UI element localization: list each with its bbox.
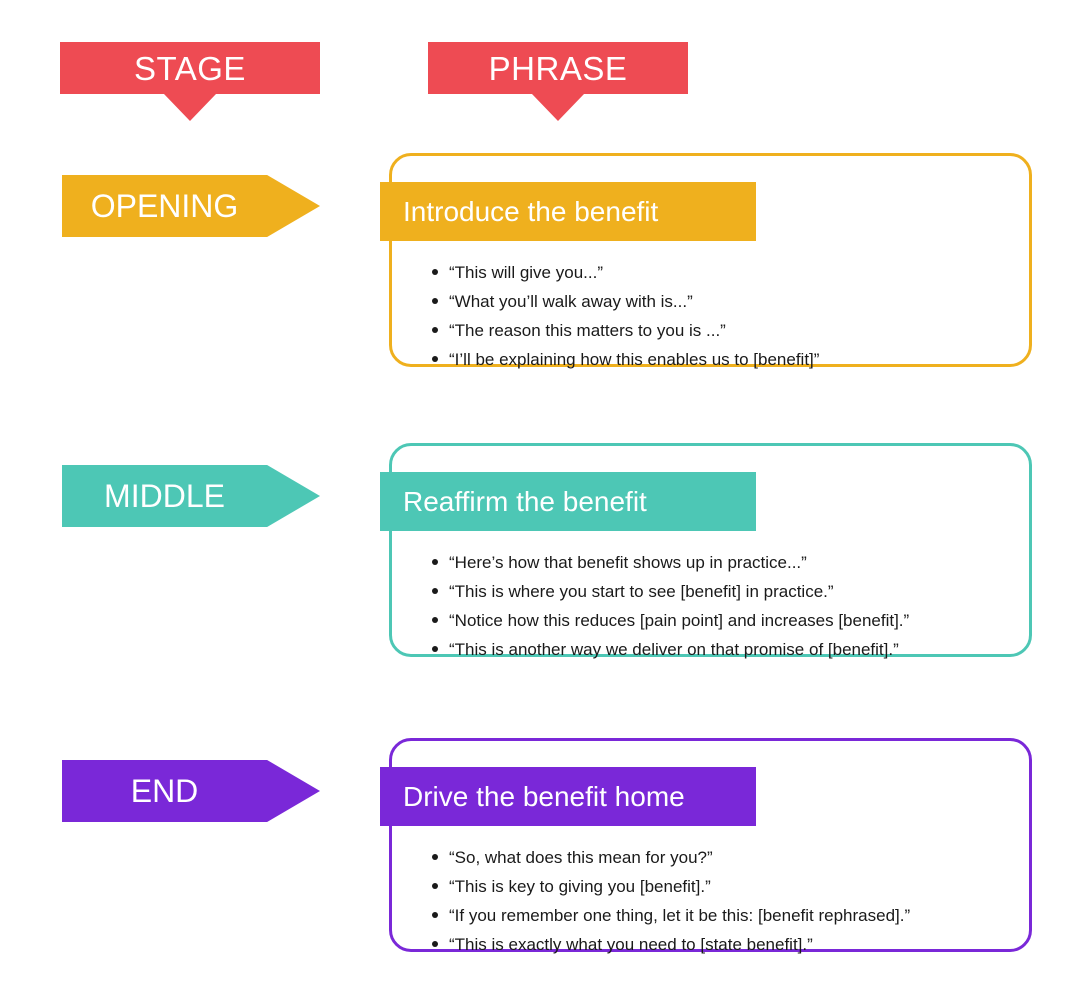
- phrase-card-middle: Reaffirm the benefit “Here’s how that ben…: [380, 443, 1032, 659]
- phrase-text: “This is where you start to see [benefit…: [449, 582, 834, 601]
- phrase-text: “This is exactly what you need to [state…: [449, 935, 813, 954]
- phrase-list-item: “What you’ll walk away with is...”: [430, 287, 1029, 316]
- stage-arrow-label: MIDDLE: [104, 478, 225, 514]
- column-header-label: STAGE: [134, 49, 246, 87]
- phrase-list-item: “Notice how this reduces [pain point] an…: [430, 606, 1029, 635]
- bullet-icon: [432, 883, 438, 889]
- phrase-text: “So, what does this mean for you?”: [449, 848, 713, 867]
- phrase-text: “This is another way we deliver on that …: [449, 640, 899, 659]
- stage-arrow-label: END: [130, 773, 199, 809]
- bullet-icon: [432, 941, 438, 947]
- phrase-list: “This will give you...” “What you’ll walk…: [392, 156, 1029, 390]
- phrase-list-item: “This is exactly what you need to [state…: [430, 930, 1029, 959]
- phrase-card-title-bar: Introduce the benefit: [380, 182, 756, 241]
- phrase-text: “This is key to giving you [benefit].”: [449, 877, 711, 896]
- bullet-icon: [432, 298, 438, 304]
- phrase-list-item: “This is another way we deliver on that …: [430, 635, 1029, 664]
- phrase-list-item: “This is where you start to see [benefit…: [430, 577, 1029, 606]
- phrase-list-item: “The reason this matters to you is ...”: [430, 316, 1029, 345]
- phrase-list-item: “Here’s how that benefit shows up in pra…: [430, 548, 1029, 577]
- phrase-list-item: “This will give you...”: [430, 258, 1029, 287]
- phrase-text: “I’ll be explaining how this enables us …: [449, 350, 820, 369]
- arrow-right-icon: [62, 465, 320, 527]
- phrase-text: “The reason this matters to you is ...”: [449, 321, 726, 340]
- phrase-card-title-bar: Reaffirm the benefit: [380, 472, 756, 531]
- phrase-card-end: Drive the benefit home “So, what does thi…: [380, 738, 1032, 954]
- bullet-icon: [432, 588, 438, 594]
- phrase-list-item: “I’ll be explaining how this enables us …: [430, 345, 1029, 374]
- bullet-icon: [432, 646, 438, 652]
- stage-arrow-opening: OPENING: [62, 175, 320, 237]
- phrase-text: “Notice how this reduces [pain point] an…: [449, 611, 910, 630]
- column-header-label: PHRASE: [488, 49, 628, 87]
- column-header-banner-stage: STAGE: [60, 42, 320, 121]
- phrase-card-opening: Introduce the benefit “This will give you…: [380, 153, 1032, 369]
- bullet-icon: [432, 327, 438, 333]
- phrase-list: “Here’s how that benefit shows up in pra…: [392, 446, 1029, 680]
- phrase-text: “Here’s how that benefit shows up in pra…: [449, 553, 807, 572]
- phrase-card-title: Introduce the benefit: [403, 195, 659, 227]
- stage-arrow-label: OPENING: [90, 188, 239, 224]
- column-header-banner-phrase: PHRASE: [428, 42, 688, 121]
- bullet-icon: [432, 854, 438, 860]
- phrase-list-item: “This is key to giving you [benefit].”: [430, 872, 1029, 901]
- arrow-right-icon: [62, 760, 320, 822]
- phrase-text: “What you’ll walk away with is...”: [449, 292, 693, 311]
- banner-pointer-icon: [532, 94, 584, 121]
- phrase-text: “This will give you...”: [449, 263, 603, 282]
- banner-pointer-icon: [164, 94, 216, 121]
- stage-arrow-end: END: [62, 760, 320, 822]
- phrase-card-title-bar: Drive the benefit home: [380, 767, 756, 826]
- arrow-right-icon: [62, 175, 320, 237]
- bullet-icon: [432, 559, 438, 565]
- phrase-list: “So, what does this mean for you?” “This …: [392, 741, 1029, 975]
- bullet-icon: [432, 269, 438, 275]
- phrase-list-item: “If you remember one thing, let it be th…: [430, 901, 1029, 930]
- bullet-icon: [432, 912, 438, 918]
- phrase-card-title: Drive the benefit home: [403, 780, 685, 812]
- phrase-text: “If you remember one thing, let it be th…: [449, 906, 911, 925]
- bullet-icon: [432, 617, 438, 623]
- stage-arrow-middle: MIDDLE: [62, 465, 320, 527]
- phrase-card-title: Reaffirm the benefit: [403, 485, 647, 517]
- bullet-icon: [432, 356, 438, 362]
- phrase-list-item: “So, what does this mean for you?”: [430, 843, 1029, 872]
